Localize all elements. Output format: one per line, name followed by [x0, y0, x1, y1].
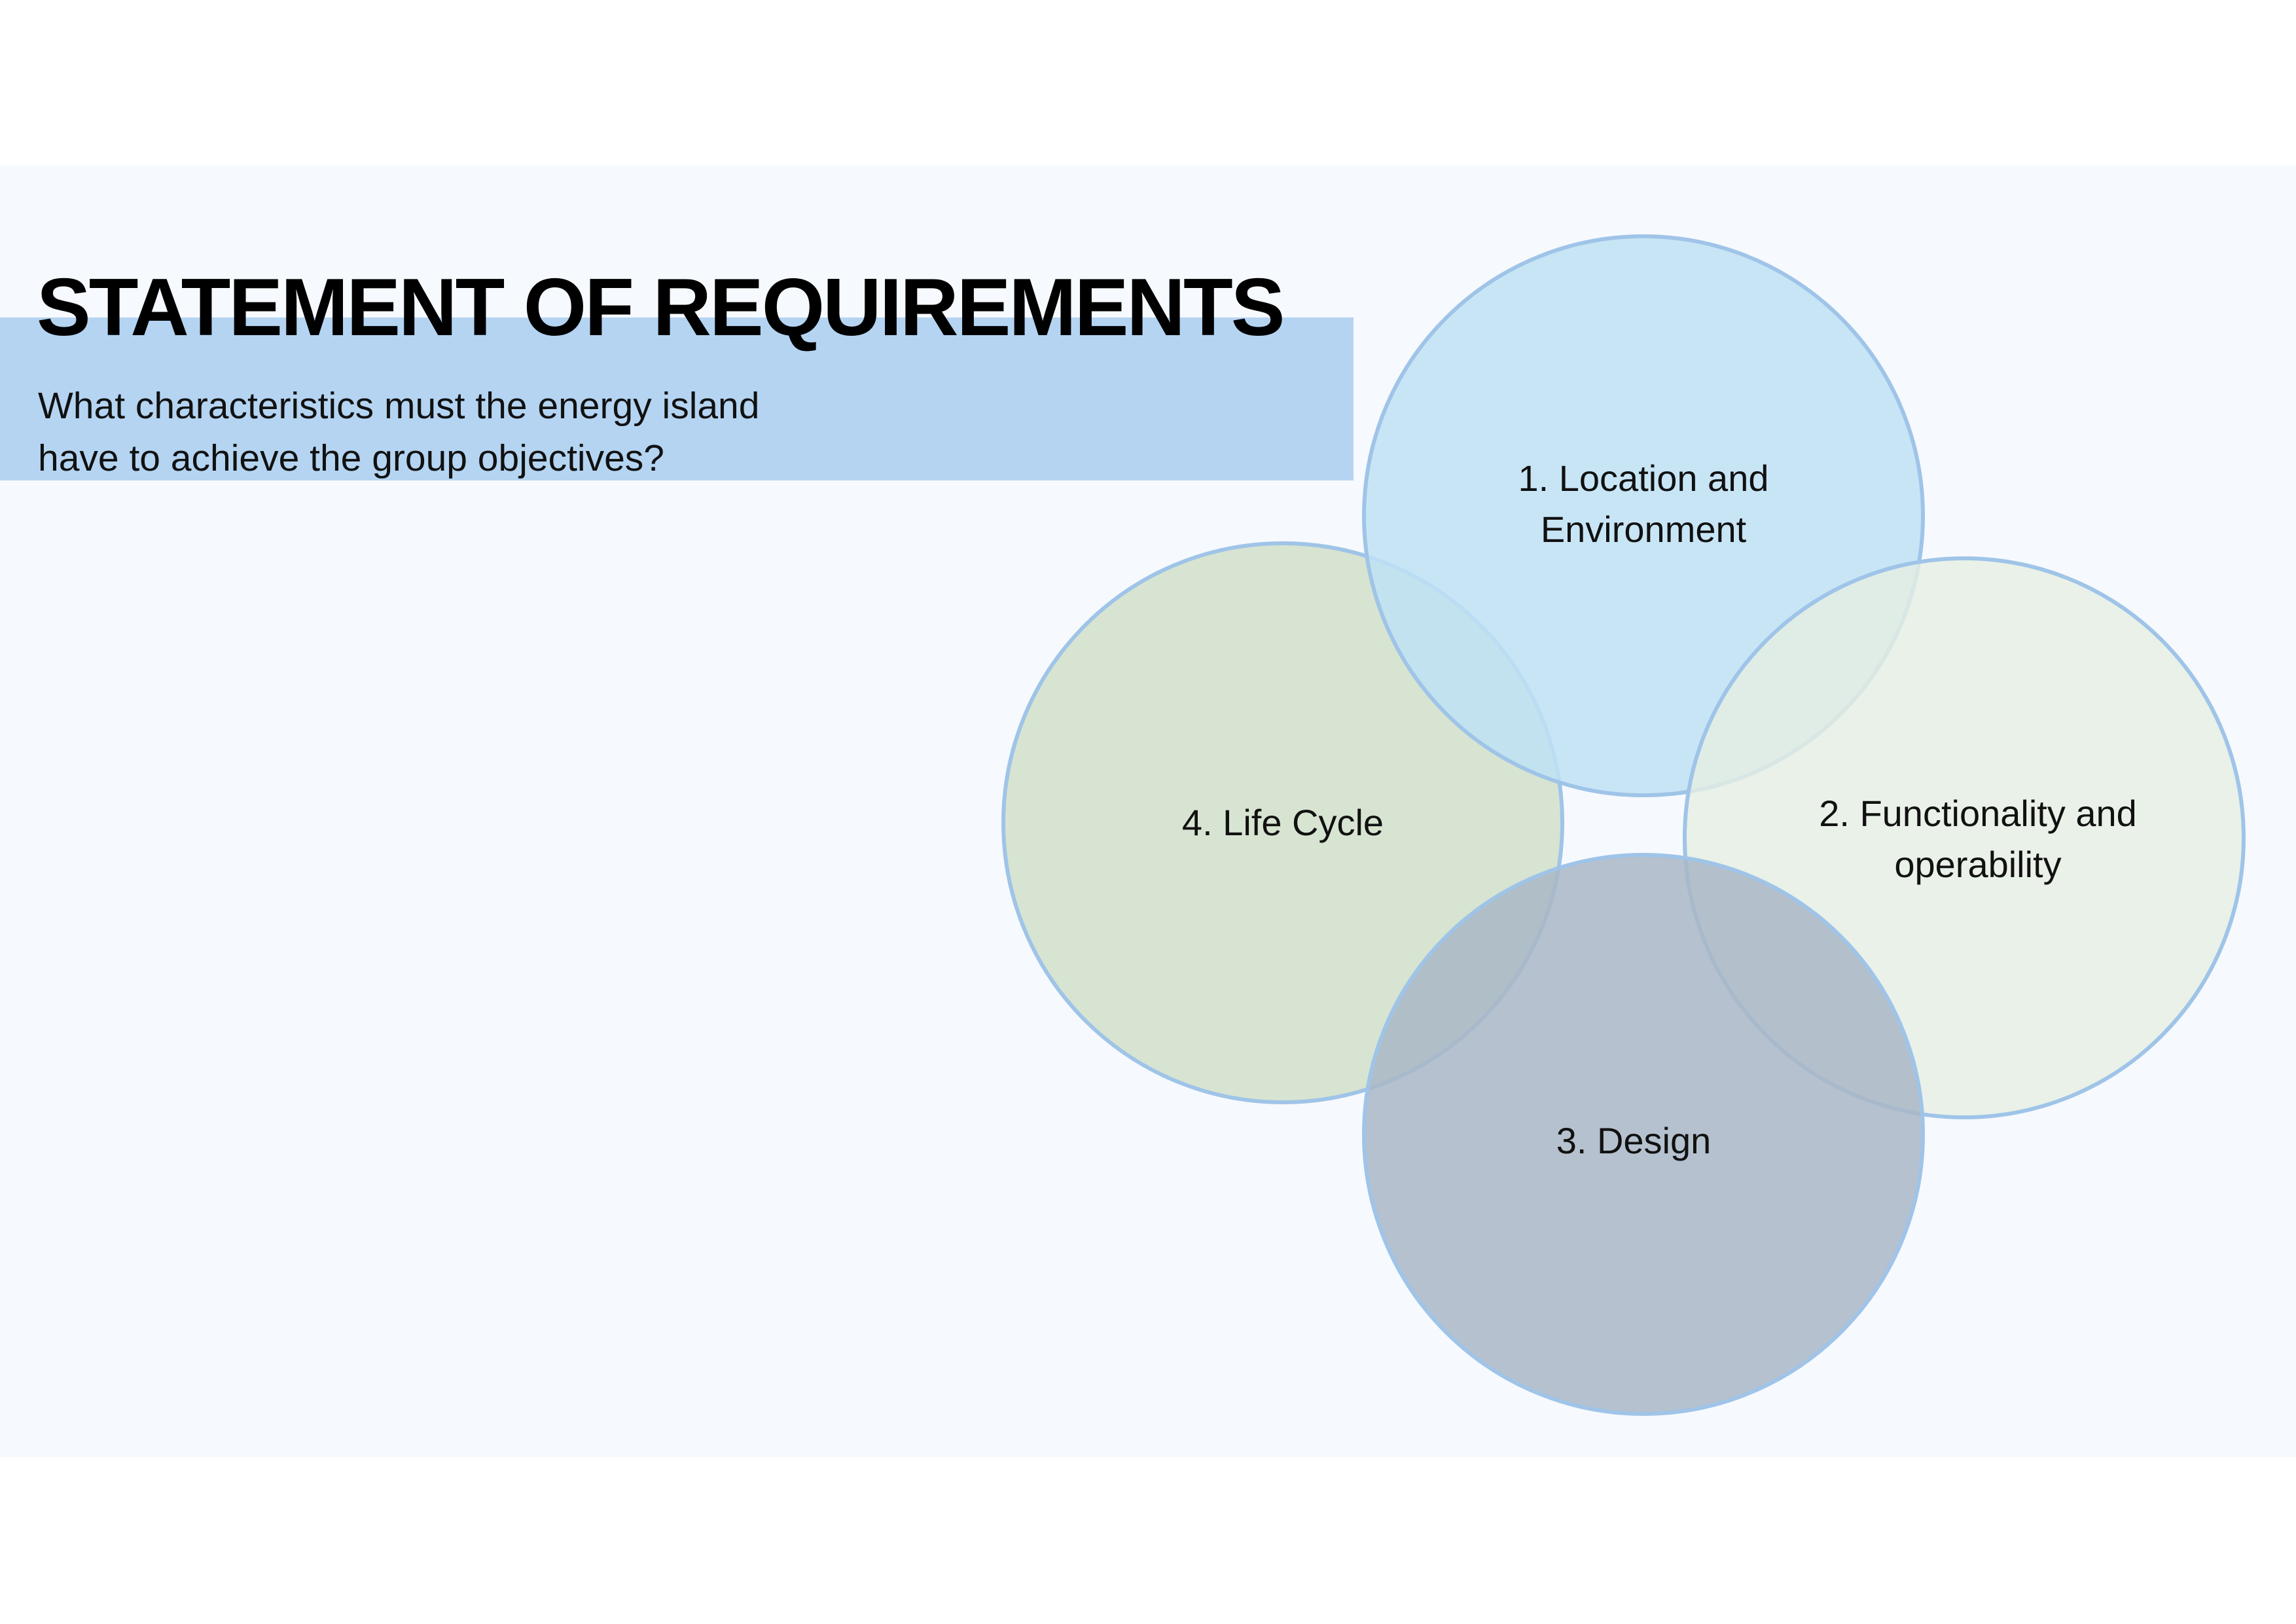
label-location-line1: 1. Location and [1518, 458, 1769, 499]
label-functionality-line2: operability [1894, 844, 2061, 885]
circle-design [1362, 853, 1925, 1416]
subtitle-line-2: have to achieve the group objectives? [38, 437, 664, 479]
slide-subtitle: What characteristics must the energy isl… [38, 380, 954, 484]
label-life-cycle: 4. Life Cycle [1182, 802, 1384, 843]
subtitle-line-1: What characteristics must the energy isl… [38, 385, 760, 427]
label-location-line2: Environment [1541, 509, 1747, 550]
label-design: 3. Design [1556, 1120, 1712, 1161]
label-functionality-line1: 2. Functionality and [1819, 793, 2137, 834]
slide-title: STATEMENT OF REQUIREMENTS [37, 262, 1285, 353]
title-accent-bar [0, 317, 1354, 480]
